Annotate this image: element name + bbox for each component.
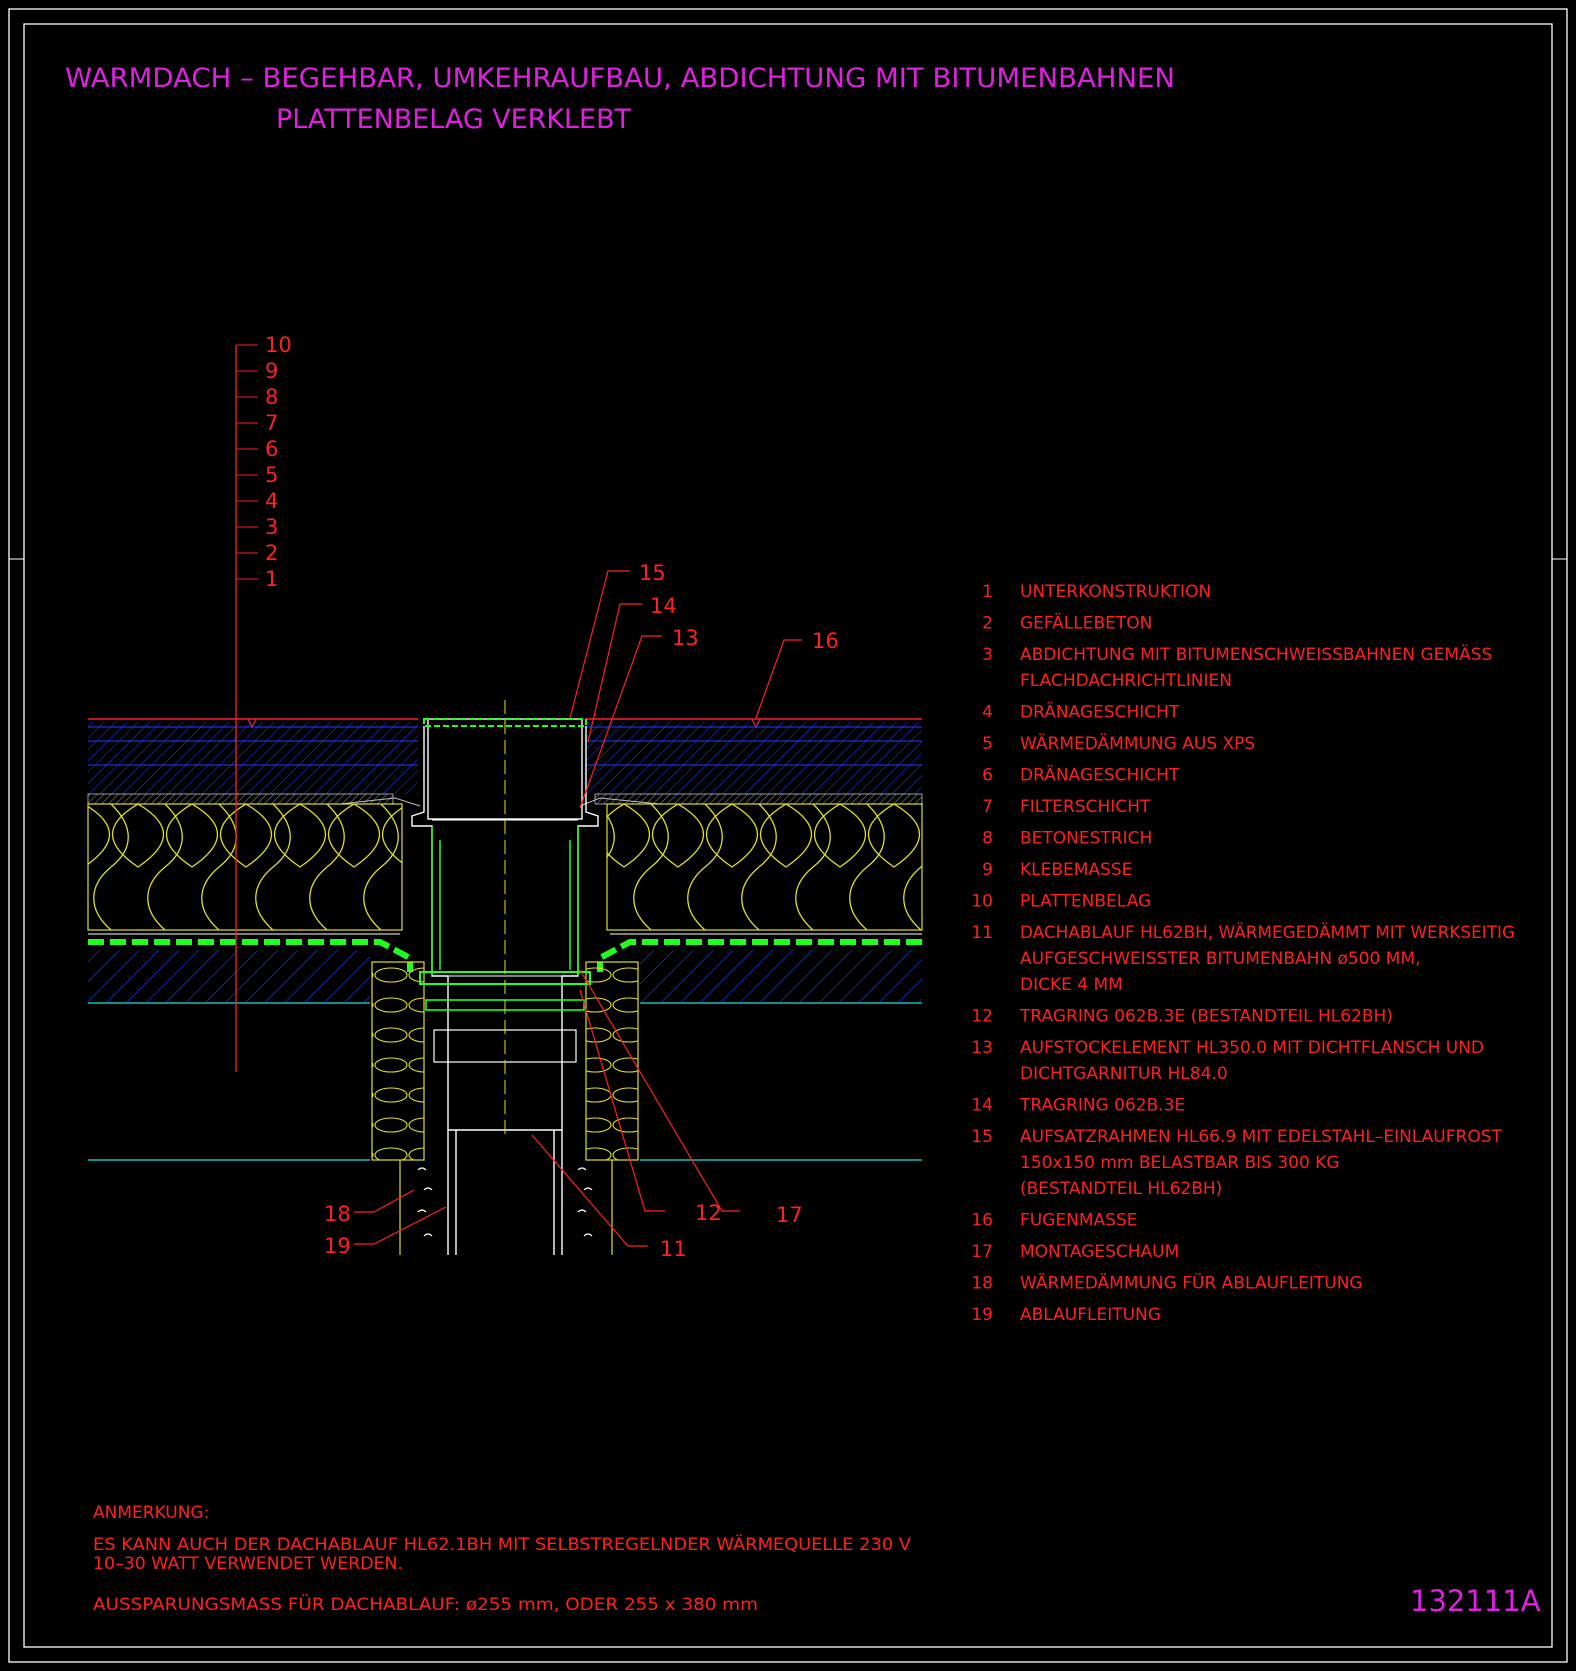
legend-text: FLACHDACHRICHTLINIEN xyxy=(1020,671,1232,691)
legend-number: 10 xyxy=(971,892,993,912)
legend-number: 12 xyxy=(971,1007,993,1027)
legend-number: 14 xyxy=(971,1096,993,1116)
layer-index-10: 10 xyxy=(265,333,292,357)
legend-text: AUFGESCHWEISSTER BITUMENBAHN ø500 MM, xyxy=(1020,949,1421,969)
layer-index-4: 4 xyxy=(265,489,278,513)
layer-index-1: 1 xyxy=(265,567,278,591)
legend-number: 8 xyxy=(982,829,993,849)
layer-filter-drainage xyxy=(87,793,923,807)
legend-text: FUGENMASSE xyxy=(1020,1211,1137,1231)
layer-gefaellebeton xyxy=(88,950,922,1161)
layer-index-6: 6 xyxy=(265,437,278,461)
legend-text: ABDICHTUNG MIT BITUMENSCHWEISSBAHNEN GEM… xyxy=(1020,644,1492,665)
layer-betonestrich xyxy=(88,722,922,794)
legend-number: 1 xyxy=(982,582,993,602)
callout-18: 18 xyxy=(324,1202,351,1226)
layer-index-labels: 10 9 8 7 6 5 4 3 2 1 xyxy=(265,333,292,591)
callout-16: 16 xyxy=(812,629,839,653)
layer-index-2: 2 xyxy=(265,541,278,565)
legend-text: DRÄNAGESCHICHT xyxy=(1020,765,1180,786)
legend-text: WÄRMEDÄMMUNG AUS XPS xyxy=(1020,733,1255,754)
layer-index-8: 8 xyxy=(265,385,278,409)
legend-text: AUFSATZRAHMEN HL66.9 MIT EDELSTAHL–EINLA… xyxy=(1020,1127,1502,1147)
legend-number: 11 xyxy=(971,923,993,943)
layer-plattenbelag xyxy=(88,718,922,729)
legend-text: BETONESTRICH xyxy=(1020,829,1152,849)
legend-number: 5 xyxy=(982,734,993,754)
callout-11: 11 xyxy=(660,1237,687,1261)
legend-text: DICKE 4 MM xyxy=(1020,975,1123,995)
legend-text: WÄRMEDÄMMUNG FÜR ABLAUFLEITUNG xyxy=(1020,1272,1363,1294)
legend-text: UNTERKONSTRUKTION xyxy=(1020,582,1211,602)
pipe-insulation xyxy=(371,961,639,1161)
layer-xps-insulation xyxy=(87,803,923,931)
layer-index-5: 5 xyxy=(265,463,278,487)
notes: ANMERKUNG: ES KANN AUCH DER DACHABLAUF H… xyxy=(93,1503,911,1615)
legend-number: 13 xyxy=(971,1038,993,1058)
layer-index-7: 7 xyxy=(265,411,278,435)
legend-number: 18 xyxy=(971,1274,993,1294)
layer-index-3: 3 xyxy=(265,515,278,539)
drawing-frame xyxy=(8,8,1568,1663)
legend-number: 19 xyxy=(971,1305,993,1325)
legend-number: 17 xyxy=(971,1242,993,1262)
title-line-2: PLATTENBELAG VERKLEBT xyxy=(276,104,631,135)
callout-leaders xyxy=(354,570,802,1247)
callout-15: 15 xyxy=(639,561,666,585)
title-line-1: WARMDACH – BEGEHBAR, UMKEHRAUFBAU, ABDIC… xyxy=(65,63,1175,94)
legend-text: AUFSTOCKELEMENT HL350.0 MIT DICHTFLANSCH… xyxy=(1020,1038,1484,1058)
legend: 1 UNTERKONSTRUKTION 2 GEFÄLLEBETON 3 ABDICHTU… xyxy=(971,582,1515,1325)
legend-number: 2 xyxy=(982,614,993,634)
roof-section: 10 9 8 7 6 5 4 3 2 1 15 14 13 16 xyxy=(87,333,923,1261)
legend-text: DACHABLAUF HL62BH, WÄRMEGEDÄMMT MIT WERK… xyxy=(1020,922,1515,943)
legend-text: GEFÄLLEBETON xyxy=(1020,613,1152,634)
legend-text: FILTERSCHICHT xyxy=(1020,797,1151,817)
legend-number: 4 xyxy=(982,703,993,723)
legend-number: 9 xyxy=(982,860,993,880)
drain-pipe xyxy=(399,1130,613,1255)
legend-text: DICHTGARNITUR HL84.0 xyxy=(1020,1064,1228,1084)
drawing-number: 132111A xyxy=(1410,1584,1541,1618)
legend-text: DRÄNAGESCHICHT xyxy=(1020,702,1180,723)
callout-12: 12 xyxy=(695,1201,722,1225)
callout-17: 17 xyxy=(776,1203,803,1227)
legend-text: 150x150 mm BELASTBAR BIS 300 KG xyxy=(1020,1153,1340,1173)
legend-number: 16 xyxy=(971,1211,993,1231)
legend-text: ABLAUFLEITUNG xyxy=(1020,1305,1161,1325)
legend-text: PLATTENBELAG xyxy=(1020,892,1151,912)
note-line-1: ES KANN AUCH DER DACHABLAUF HL62.1BH MIT… xyxy=(93,1534,911,1555)
note-line-2: 10–30 WATT VERWENDET WERDEN. xyxy=(93,1554,403,1574)
legend-number: 7 xyxy=(982,797,993,817)
layer-index-9: 9 xyxy=(265,359,278,383)
legend-text: TRAGRING 062B.3E xyxy=(1019,1096,1185,1116)
callout-14: 14 xyxy=(650,594,677,618)
legend-number: 15 xyxy=(971,1127,993,1147)
note-line-3: AUSSPARUNGSMASS FÜR DACHABLAUF: ø255 mm,… xyxy=(93,1593,758,1615)
legend-text: (BESTANDTEIL HL62BH) xyxy=(1020,1179,1222,1199)
callout-19: 19 xyxy=(324,1234,351,1258)
legend-text: TRAGRING 062B.3E (BESTANDTEIL HL62BH) xyxy=(1019,1007,1393,1027)
note-heading: ANMERKUNG: xyxy=(93,1503,209,1523)
callout-numbers: 15 14 13 16 12 17 18 19 11 xyxy=(324,561,839,1261)
layer-index-marker xyxy=(235,344,258,1072)
roof-drain xyxy=(411,700,599,1135)
callout-13: 13 xyxy=(672,626,699,650)
legend-text: KLEBEMASSE xyxy=(1020,860,1132,880)
legend-number: 6 xyxy=(982,766,993,786)
legend-text: MONTAGESCHAUM xyxy=(1020,1242,1179,1262)
legend-number: 3 xyxy=(982,645,993,665)
